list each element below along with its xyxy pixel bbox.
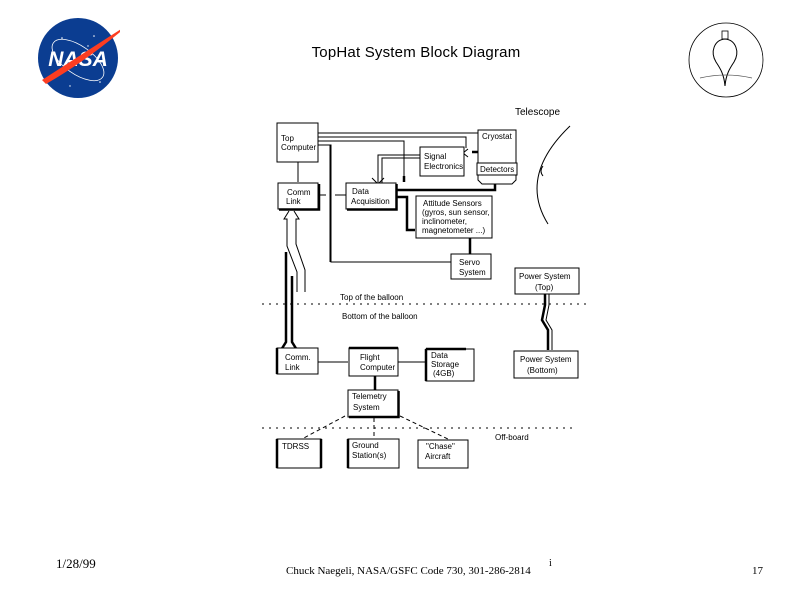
svg-text:Flight: Flight: [360, 353, 380, 362]
svg-text:Top: Top: [281, 134, 294, 143]
horizon-line: [699, 74, 753, 79]
svg-text:Station(s): Station(s): [352, 451, 387, 460]
svg-text:(4GB): (4GB): [433, 369, 455, 378]
svg-text:Detectors: Detectors: [480, 165, 514, 174]
svg-text:(Top): (Top): [535, 283, 554, 292]
page-number: 17: [752, 565, 763, 577]
footer-marker: i: [549, 558, 552, 569]
radio-link-bolt-2: [290, 276, 299, 351]
telemetry-to-aircraft-link: [399, 415, 451, 441]
svg-text:Acquisition: Acquisition: [351, 197, 390, 206]
svg-text:Aircraft: Aircraft: [425, 452, 451, 461]
svg-text:Data: Data: [352, 187, 369, 196]
signal-to-acq-wire: [377, 154, 423, 184]
svg-text:Attitude Sensors: Attitude Sensors: [423, 199, 482, 208]
svg-text:Computer: Computer: [360, 363, 395, 372]
svg-text:Telemetry: Telemetry: [352, 392, 387, 401]
svg-text:Comm: Comm: [287, 188, 311, 197]
svg-text:Comm.: Comm.: [285, 353, 311, 362]
block-comm-link-top: Comm Link: [277, 182, 321, 211]
acq-to-attitude-wire: [396, 195, 415, 232]
telemetry-to-tdrss-link: [299, 415, 346, 441]
telescope-label: Telescope: [515, 107, 560, 118]
block-cryostat: Cryostat: [477, 129, 517, 185]
svg-text:Link: Link: [285, 363, 301, 372]
block-attitude-sensors: Attitude Sensors (gyros, sun sensor, inc…: [415, 195, 493, 239]
footer-author: Chuck Naegeli, NASA/GSFC Code 730, 301-2…: [286, 565, 531, 577]
balloon-icon: [712, 38, 738, 87]
block-comm-link-bottom: Comm. Link: [275, 347, 319, 375]
svg-text:TDRSS: TDRSS: [282, 442, 309, 451]
svg-text:Link: Link: [286, 197, 302, 206]
block-flight-computer: Flight Computer: [348, 346, 399, 377]
nasa-orbit: [51, 38, 105, 82]
svg-text:Power System: Power System: [519, 272, 571, 281]
tophat-emblem: [688, 22, 764, 98]
block-tdrss: TDRSS: [275, 438, 323, 469]
svg-text:Servo: Servo: [459, 258, 480, 267]
svg-text:Computer: Computer: [281, 143, 316, 152]
svg-text:(Bottom): (Bottom): [527, 366, 558, 375]
svg-text:System: System: [459, 268, 486, 277]
block-power-system-bottom: Power System (Bottom): [513, 350, 579, 379]
block-power-system-top: Power System (Top): [514, 267, 580, 295]
svg-text:magnetometer ...): magnetometer ...): [422, 226, 485, 235]
block-servo-system: Servo System: [450, 253, 492, 280]
acq-to-cryostat-wire: [396, 182, 497, 192]
block-detectors: Detectors: [476, 162, 518, 176]
power-link-bolt-2: [545, 294, 553, 350]
radio-link-hollow-arrow-2: [293, 210, 306, 292]
radio-link-bolt: [279, 252, 288, 351]
footer-date: 1/28/99: [56, 556, 96, 571]
svg-text:Data: Data: [431, 351, 448, 360]
nasa-logo: NASA: [38, 18, 120, 98]
svg-text:Ground: Ground: [352, 441, 379, 450]
block-ground-stations: Ground Station(s): [346, 438, 400, 469]
signal-to-acq-wire-2: [381, 157, 423, 184]
power-link-bolt: [540, 294, 550, 350]
block-telemetry-system: Telemetry System: [347, 389, 400, 419]
svg-text:(gyros, sun sensor,: (gyros, sun sensor,: [422, 208, 490, 217]
bottom-of-balloon-label: Bottom of the balloon: [342, 312, 418, 321]
slide-title: TopHat System Block Diagram: [311, 44, 521, 61]
telescope-secondary: [540, 165, 544, 177]
svg-text:Storage: Storage: [431, 360, 460, 369]
top-of-balloon-label: Top of the balloon: [340, 293, 403, 302]
block-chase-aircraft: "Chase" Aircraft: [417, 439, 469, 469]
block-top-computer: Top Computer: [276, 122, 319, 163]
svg-text:Cryostat: Cryostat: [482, 132, 513, 141]
svg-text:"Chase": "Chase": [426, 442, 455, 451]
svg-text:Power System: Power System: [520, 355, 572, 364]
svg-text:Signal: Signal: [424, 152, 446, 161]
svg-text:inclinometer,: inclinometer,: [422, 217, 467, 226]
radio-link-hollow-arrow: [283, 210, 298, 292]
nasa-swoosh: [42, 29, 120, 84]
svg-text:Electronics: Electronics: [424, 162, 463, 171]
telescope-mirror: [536, 125, 571, 225]
svg-text:System: System: [353, 403, 380, 412]
block-signal-electronics: Signal Electronics: [419, 146, 465, 177]
top-computer-buses: [318, 132, 480, 263]
block-data-acquisition: Data Acquisition: [345, 182, 398, 211]
off-board-label: Off-board: [495, 433, 529, 442]
block-data-storage: Data Storage (4GB): [424, 347, 475, 382]
